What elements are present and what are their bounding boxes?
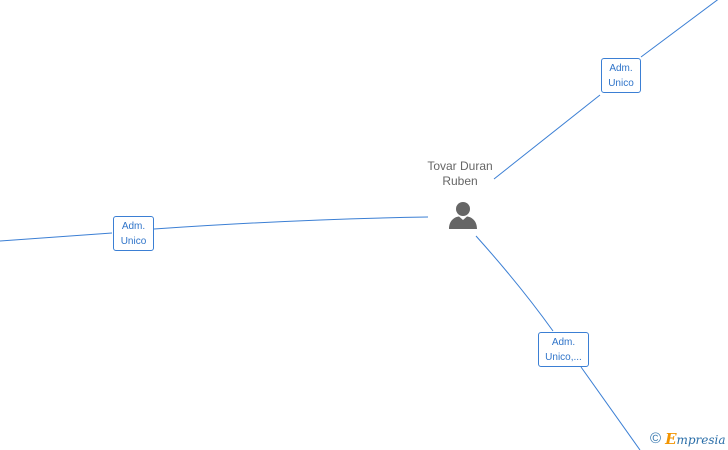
edge-line-bottom-right: [475, 235, 641, 450]
edge-label-bottom-right[interactable]: Adm. Unico,...: [538, 332, 589, 367]
person-icon-head: [456, 202, 470, 216]
edge-label-line1: Adm.: [609, 63, 633, 74]
person-name-line1: Tovar Duran: [427, 159, 493, 173]
person-name-line2: Ruben: [442, 174, 478, 188]
edge-label-line2: Unico,...: [545, 352, 582, 363]
edge-label-line1: Adm.: [551, 337, 576, 348]
person-icon-body: [449, 216, 477, 229]
brand-logo-initial: E: [665, 430, 677, 448]
brand-logo: Empresia: [665, 430, 726, 448]
edge-line-top-right: [493, 0, 719, 180]
brand-logo-rest: mpresia: [676, 433, 726, 447]
edge-label-line1: Adm.: [121, 221, 146, 232]
edge-label-line2: Unico: [120, 236, 147, 247]
edge-label-line2: Unico: [608, 78, 634, 89]
person-name[interactable]: Tovar Duran Ruben: [410, 159, 510, 189]
edge-label-left[interactable]: Adm. Unico: [113, 216, 154, 251]
edge-line-left: [0, 216, 429, 242]
copyright-footer: © Empresia: [650, 430, 726, 448]
edge-label-top-right[interactable]: Adm. Unico: [601, 58, 641, 93]
person-icon[interactable]: [448, 200, 478, 230]
copyright-symbol: ©: [650, 430, 662, 447]
